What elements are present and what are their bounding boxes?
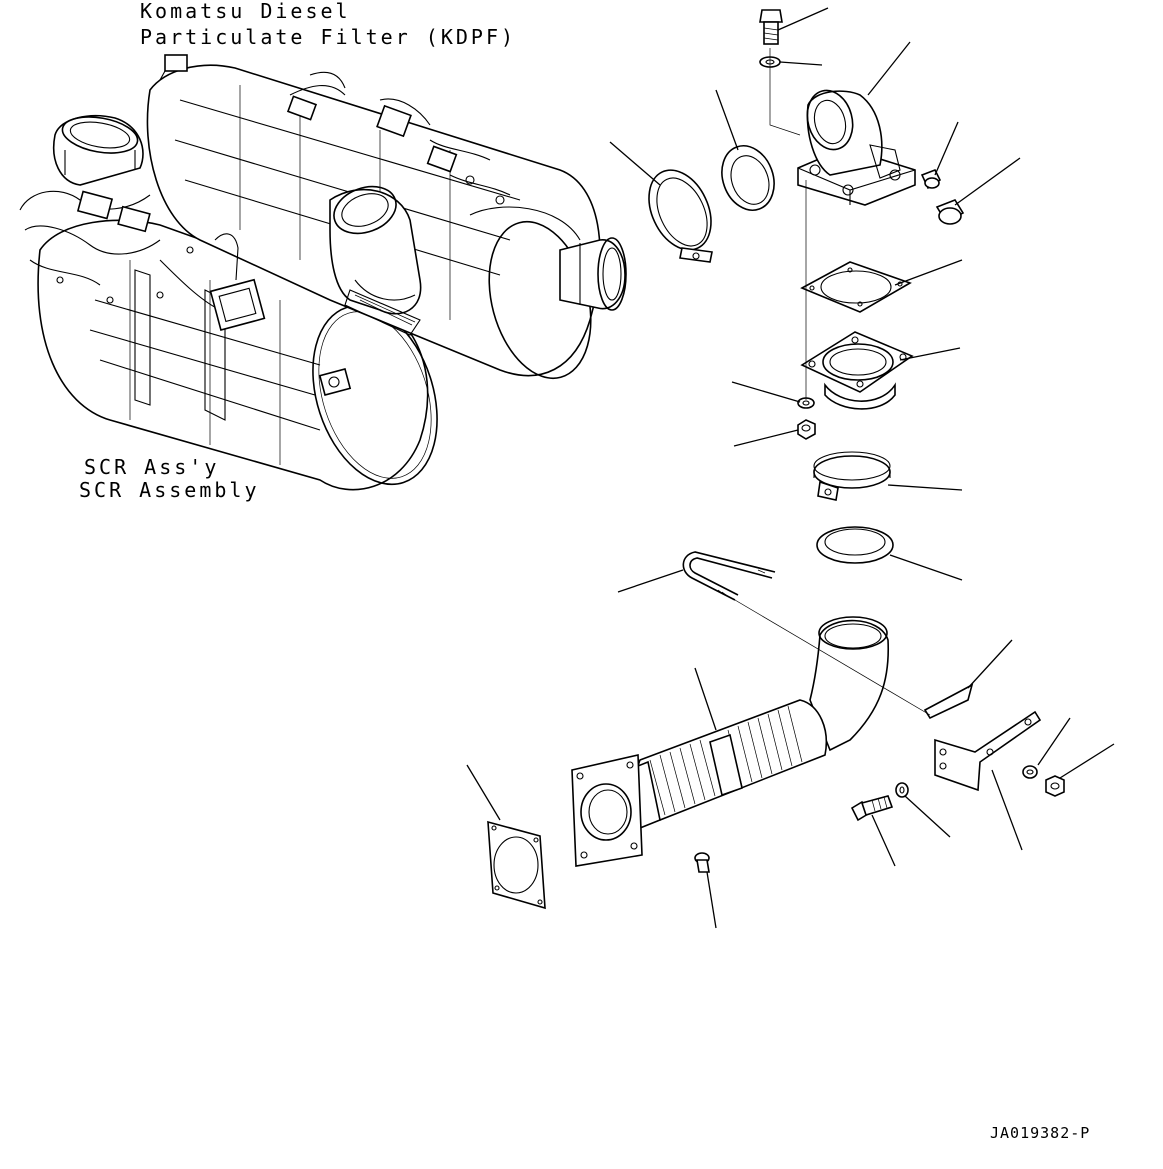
kdpf-label-line2: Particulate Filter (KDPF) (140, 25, 516, 49)
assembly-centerlines (734, 48, 931, 716)
scr-label-line1: SCR Ass'y (84, 455, 219, 479)
band-clamp-lower (813, 451, 891, 501)
wiring-harness (19, 54, 511, 331)
nut-right (1045, 775, 1065, 797)
ring-gasket-lower (816, 526, 894, 564)
scr-label-line2: SCR Assembly (79, 478, 260, 502)
washer-bottom (895, 782, 909, 798)
kdpf-outlet-elbow (329, 185, 422, 336)
outlet-pipe-stub (559, 237, 627, 311)
u-bolt (682, 551, 776, 601)
band-clamp-upper (648, 169, 713, 263)
turbo-inlet (53, 114, 144, 186)
exploded-parts (466, 7, 1115, 929)
bellows-pipe (627, 616, 890, 830)
ring-gasket-upper (721, 145, 775, 211)
plug-small (920, 168, 942, 190)
pipe-inlet-flange (571, 754, 643, 867)
flange-adapter (800, 331, 914, 410)
bolt-bottom (850, 795, 894, 822)
leader-lines (466, 7, 1115, 929)
plug-large (935, 199, 965, 225)
kdpf-label-line1: Komatsu Diesel (140, 0, 351, 23)
gasket-bottom (487, 820, 546, 910)
aftertreatment-assembly-illustration (19, 54, 627, 491)
spacer-wedge (923, 683, 974, 720)
upper-elbow-flange (797, 89, 916, 206)
flange-bolt-top (759, 9, 783, 45)
drawing-code: JA019382-P (990, 1124, 1090, 1142)
bracket (934, 710, 1042, 792)
washer-right (1022, 765, 1038, 779)
plug-bottom (694, 852, 710, 873)
gasket-square (800, 261, 912, 313)
nut-mid (797, 419, 816, 440)
